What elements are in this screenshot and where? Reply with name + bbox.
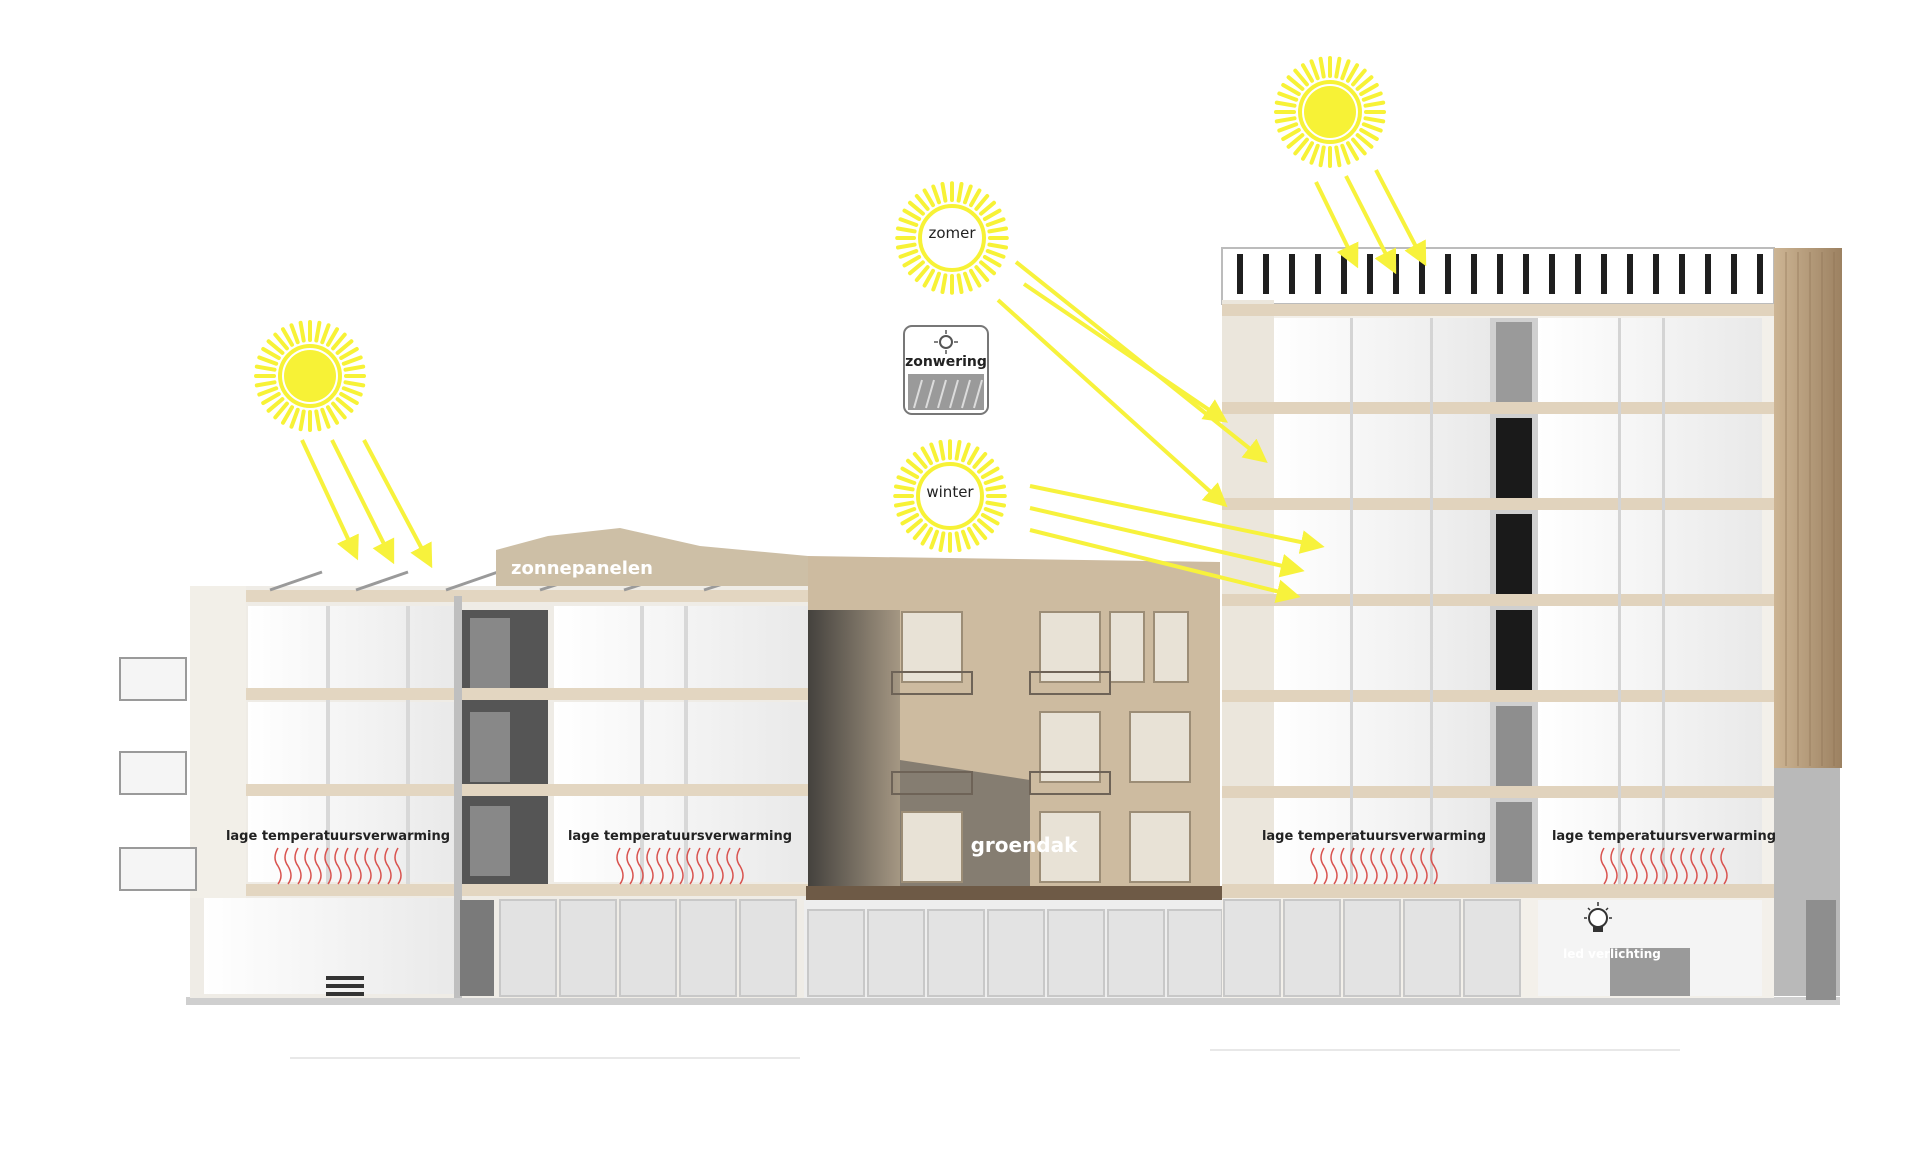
heat-wave-icon: [1690, 847, 1698, 885]
ground-line: [186, 997, 1840, 1005]
heat-wave-icon: [1640, 847, 1648, 885]
heat-wave-icon: [1620, 847, 1628, 885]
heat-wave-icon: [1350, 847, 1358, 885]
heat-wave-icon: [1390, 847, 1398, 885]
shading-icon: zonwering: [903, 325, 989, 415]
heat-wave-icon: [616, 847, 624, 885]
stair-steps: [326, 976, 364, 996]
winter-label: winter: [926, 483, 974, 501]
sun-icon: [1274, 56, 1386, 168]
heat-wave-icon: [686, 847, 694, 885]
timber-cladding: [1774, 248, 1842, 768]
solar-panels-label: zonnepanelen: [511, 558, 653, 579]
heat-wave-icon: [666, 847, 674, 885]
tower-slabs: [1222, 304, 1774, 898]
heat-wave-icon: [304, 847, 312, 885]
heat-wave-icon: [284, 847, 292, 885]
left-ground-floor-units: [499, 899, 797, 997]
left-building-block: [119, 570, 812, 998]
heat-wave-icon: [1380, 847, 1388, 885]
heat-wave-icon: [726, 847, 734, 885]
heat-wave-icon: [374, 847, 382, 885]
heat-wave-icon: [1320, 847, 1328, 885]
heat-wave-icon: [1370, 847, 1378, 885]
courtyard-balconies: [891, 671, 1111, 795]
heat-wave-icon: [636, 847, 644, 885]
heat-wave-icon: [364, 847, 372, 885]
heat-wave-icon: [324, 847, 332, 885]
timber-slats: [1785, 252, 1835, 766]
floor-heating-label: lage temperatuursverwarming: [1552, 829, 1776, 844]
heat-wave-icon: [334, 847, 342, 885]
heat-wave-icon: [1700, 847, 1708, 885]
dimension-lines: [290, 1049, 1680, 1059]
left-block-slabs: [200, 590, 812, 896]
floor-heating-label: lage temperatuursverwarming: [1262, 829, 1486, 844]
summer-label: zomer: [928, 224, 976, 242]
heat-wave-icon: [706, 847, 714, 885]
floor-heating-label: lage temperatuursverwarming: [226, 829, 450, 844]
heat-wave-icon: [1670, 847, 1678, 885]
heat-wave-icon: [1720, 847, 1728, 885]
heat-wave-icon: [716, 847, 724, 885]
lightbulb-icon: [1584, 902, 1612, 932]
led-lighting-label: led verlichting: [1563, 947, 1661, 961]
courtyard-garage-units: [807, 909, 1223, 997]
sun-icon: [893, 439, 1007, 553]
heat-wave-icon: [1310, 847, 1318, 885]
heat-wave-icon: [1680, 847, 1688, 885]
heat-wave-icon: [1340, 847, 1348, 885]
heat-wave-icon: [1420, 847, 1428, 885]
green-roof-label: groendak: [971, 833, 1079, 857]
heat-wave-icon: [294, 847, 302, 885]
heat-wave-icon: [354, 847, 362, 885]
tower-ground-floor-units: [1223, 899, 1521, 997]
heat-wave-icon: [1400, 847, 1408, 885]
heat-wave-icon: [1330, 847, 1338, 885]
heat-wave-icon: [274, 847, 282, 885]
heat-wave-icon: [314, 847, 322, 885]
heat-wave-icon: [1710, 847, 1718, 885]
heat-wave-icon: [1610, 847, 1618, 885]
heat-wave-icon: [1650, 847, 1658, 885]
heat-wave-icon: [384, 847, 392, 885]
floor-heating-label: lage temperatuursverwarming: [568, 829, 792, 844]
heat-wave-icon: [1360, 847, 1368, 885]
heat-wave-icon: [736, 847, 744, 885]
heat-wave-icon: [696, 847, 704, 885]
right-tower-block: [1221, 247, 1842, 1000]
heat-wave-icon: [1600, 847, 1608, 885]
heat-wave-icon: [394, 847, 402, 885]
sun-icon: [895, 181, 1009, 295]
heat-wave-icon: [1430, 847, 1438, 885]
heat-wave-icon: [1630, 847, 1638, 885]
shading-label: zonwering: [905, 354, 987, 370]
heat-wave-icon: [1410, 847, 1418, 885]
tower-rooms: [1274, 318, 1762, 884]
heat-wave-icon: [344, 847, 352, 885]
left-balconies: [119, 657, 197, 891]
left-block-rooms: [204, 606, 808, 994]
tower-roof-railing: [1237, 254, 1763, 294]
heat-wave-icon: [676, 847, 684, 885]
heat-wave-icon: [626, 847, 634, 885]
courtyard-facade: [496, 528, 1224, 998]
sun-icon: [254, 320, 366, 432]
heat-wave-icon: [1660, 847, 1668, 885]
heat-wave-icon: [656, 847, 664, 885]
sunlight-arrows: [300, 169, 1427, 604]
courtyard-windows: [901, 611, 1191, 883]
heat-wave-icon: [646, 847, 654, 885]
